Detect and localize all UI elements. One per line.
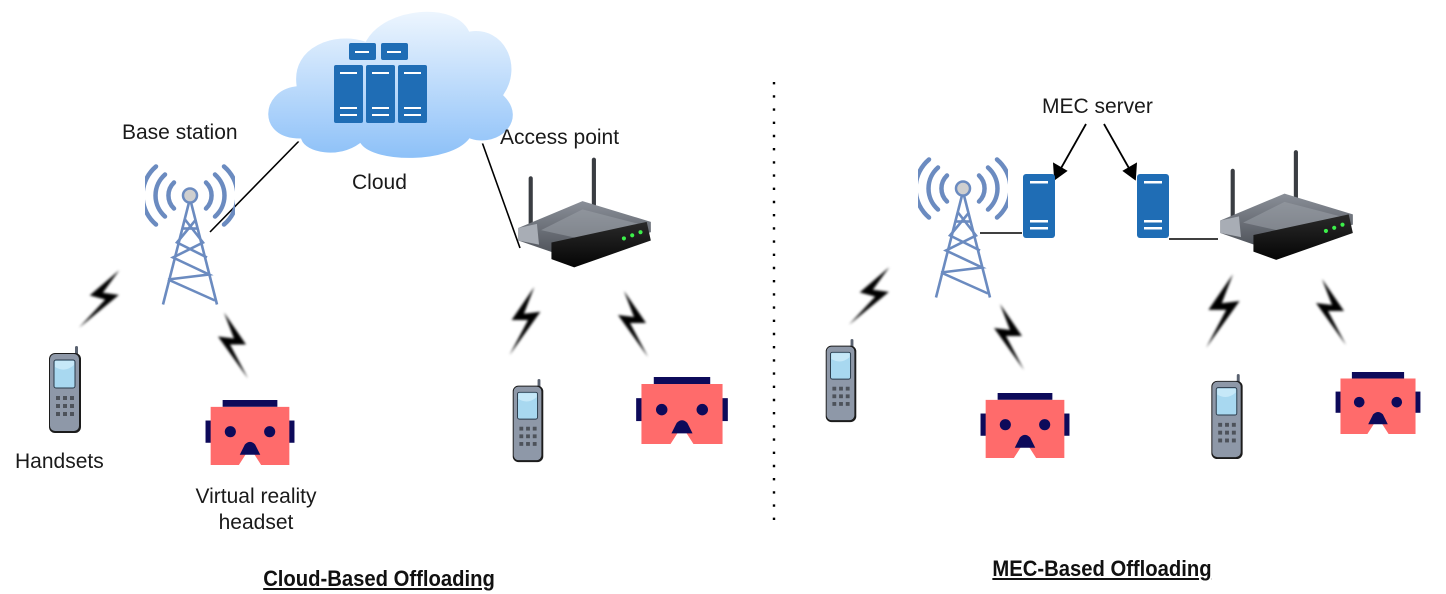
vr-headset-label-line2: headset: [218, 511, 294, 534]
vr-headset-icon: [1335, 372, 1421, 434]
wireless-link-icon: [1206, 274, 1239, 348]
wifi-router-icon: [518, 157, 651, 268]
wifi-router-icon: [1220, 150, 1353, 260]
vr-headset-icon: [980, 393, 1070, 458]
handset-icon: [48, 345, 82, 434]
handset-icon: [1210, 373, 1244, 460]
cloud-panel: [48, 8, 728, 465]
handset-icon: [825, 338, 857, 423]
wireless-link-icon: [510, 287, 541, 355]
handset-icon: [512, 378, 544, 463]
wireless-link-icon: [618, 291, 648, 357]
access-point-label: Access point: [500, 126, 620, 149]
wireless-link-icon: [1316, 279, 1346, 345]
cloud-servers-icon: [334, 43, 427, 123]
wireless-link-icon: [79, 264, 125, 336]
wireless-link-icon: [218, 313, 248, 379]
vr-headset-icon: [636, 377, 728, 444]
cloud-label: Cloud: [352, 171, 407, 194]
mec-server-icon: [1023, 174, 1055, 238]
mec-panel-title: MEC-Based Offloading: [992, 556, 1212, 581]
vr-headset-icon: [205, 400, 295, 465]
wireless-link-icon: [994, 304, 1024, 370]
cloud-panel-title: Cloud-Based Offloading: [263, 566, 495, 591]
base-station-tower-icon: [143, 167, 238, 305]
handsets-label: Handsets: [15, 450, 104, 473]
mec-server-label: MEC server: [1042, 95, 1153, 118]
wire-router-to-cloud: [481, 141, 521, 249]
base-station-label: Base station: [122, 121, 238, 144]
mec-label-arrows: [1052, 123, 1138, 181]
vr-headset-label-line1: Virtual reality: [195, 485, 317, 508]
wire-tower-to-cloud: [209, 139, 301, 233]
vr-headset-label: Virtual reality headset: [196, 485, 317, 535]
wireless-link-icon: [849, 261, 895, 333]
mec-server-icon: [1137, 174, 1169, 238]
mec-panel: [825, 123, 1421, 460]
base-station-tower-icon: [916, 160, 1011, 298]
